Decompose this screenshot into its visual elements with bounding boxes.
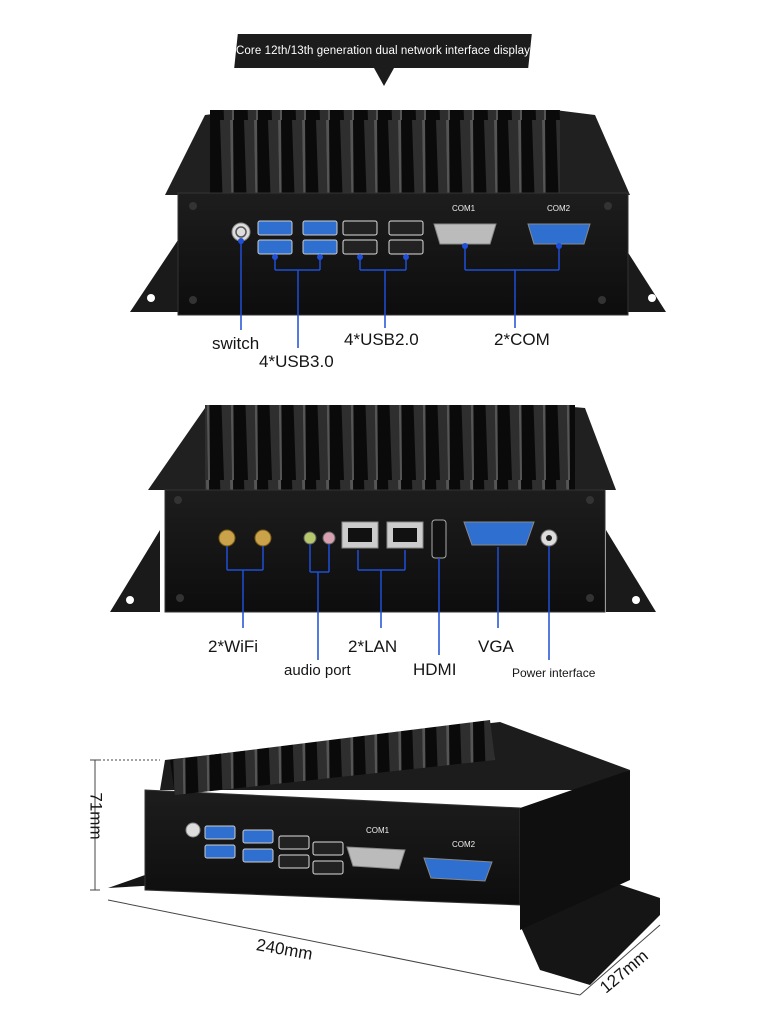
lan-ports xyxy=(341,521,424,549)
audio-jacks xyxy=(303,531,336,545)
vga-callout: VGA xyxy=(478,637,514,656)
wifi-callout: 2*WiFi xyxy=(208,637,259,656)
dimension-chassis xyxy=(108,720,660,985)
usb20-callout: 4*USB2.0 xyxy=(344,330,419,349)
com2-port xyxy=(527,223,591,245)
rear-chassis xyxy=(110,405,656,613)
power-callout: Power interface xyxy=(512,666,596,680)
rear-callout-lines xyxy=(226,544,550,660)
com1-port-label: COM1 xyxy=(452,204,476,213)
power-jack xyxy=(540,529,558,547)
dimension-lines xyxy=(90,759,661,996)
hdmi-port xyxy=(431,519,447,559)
vga-port xyxy=(463,521,535,546)
usb3-ports xyxy=(257,220,338,255)
banner-pointer xyxy=(374,68,394,86)
switch-callout: switch xyxy=(212,334,260,353)
front-callout-dots xyxy=(238,238,562,260)
usb30-callout: 4*USB3.0 xyxy=(259,352,334,371)
com-callout: 2*COM xyxy=(494,330,550,349)
height-dimension: 71mm xyxy=(86,792,106,840)
com1-port xyxy=(433,223,497,245)
banner-title: Core 12th/13th generation dual network i… xyxy=(236,45,530,57)
front-chassis xyxy=(130,110,666,316)
front-callout-lines xyxy=(240,241,560,348)
usb2-ports xyxy=(342,220,424,255)
hdmi-callout: HDMI xyxy=(413,660,457,679)
power-switch xyxy=(231,222,251,242)
com2-port-label: COM2 xyxy=(547,204,571,213)
lan-callout: 2*LAN xyxy=(348,637,398,656)
audio-callout: audio port xyxy=(284,662,351,679)
dim-com1-port-label: COM1 xyxy=(366,826,390,835)
dim-com2-port-label: COM2 xyxy=(452,840,476,849)
